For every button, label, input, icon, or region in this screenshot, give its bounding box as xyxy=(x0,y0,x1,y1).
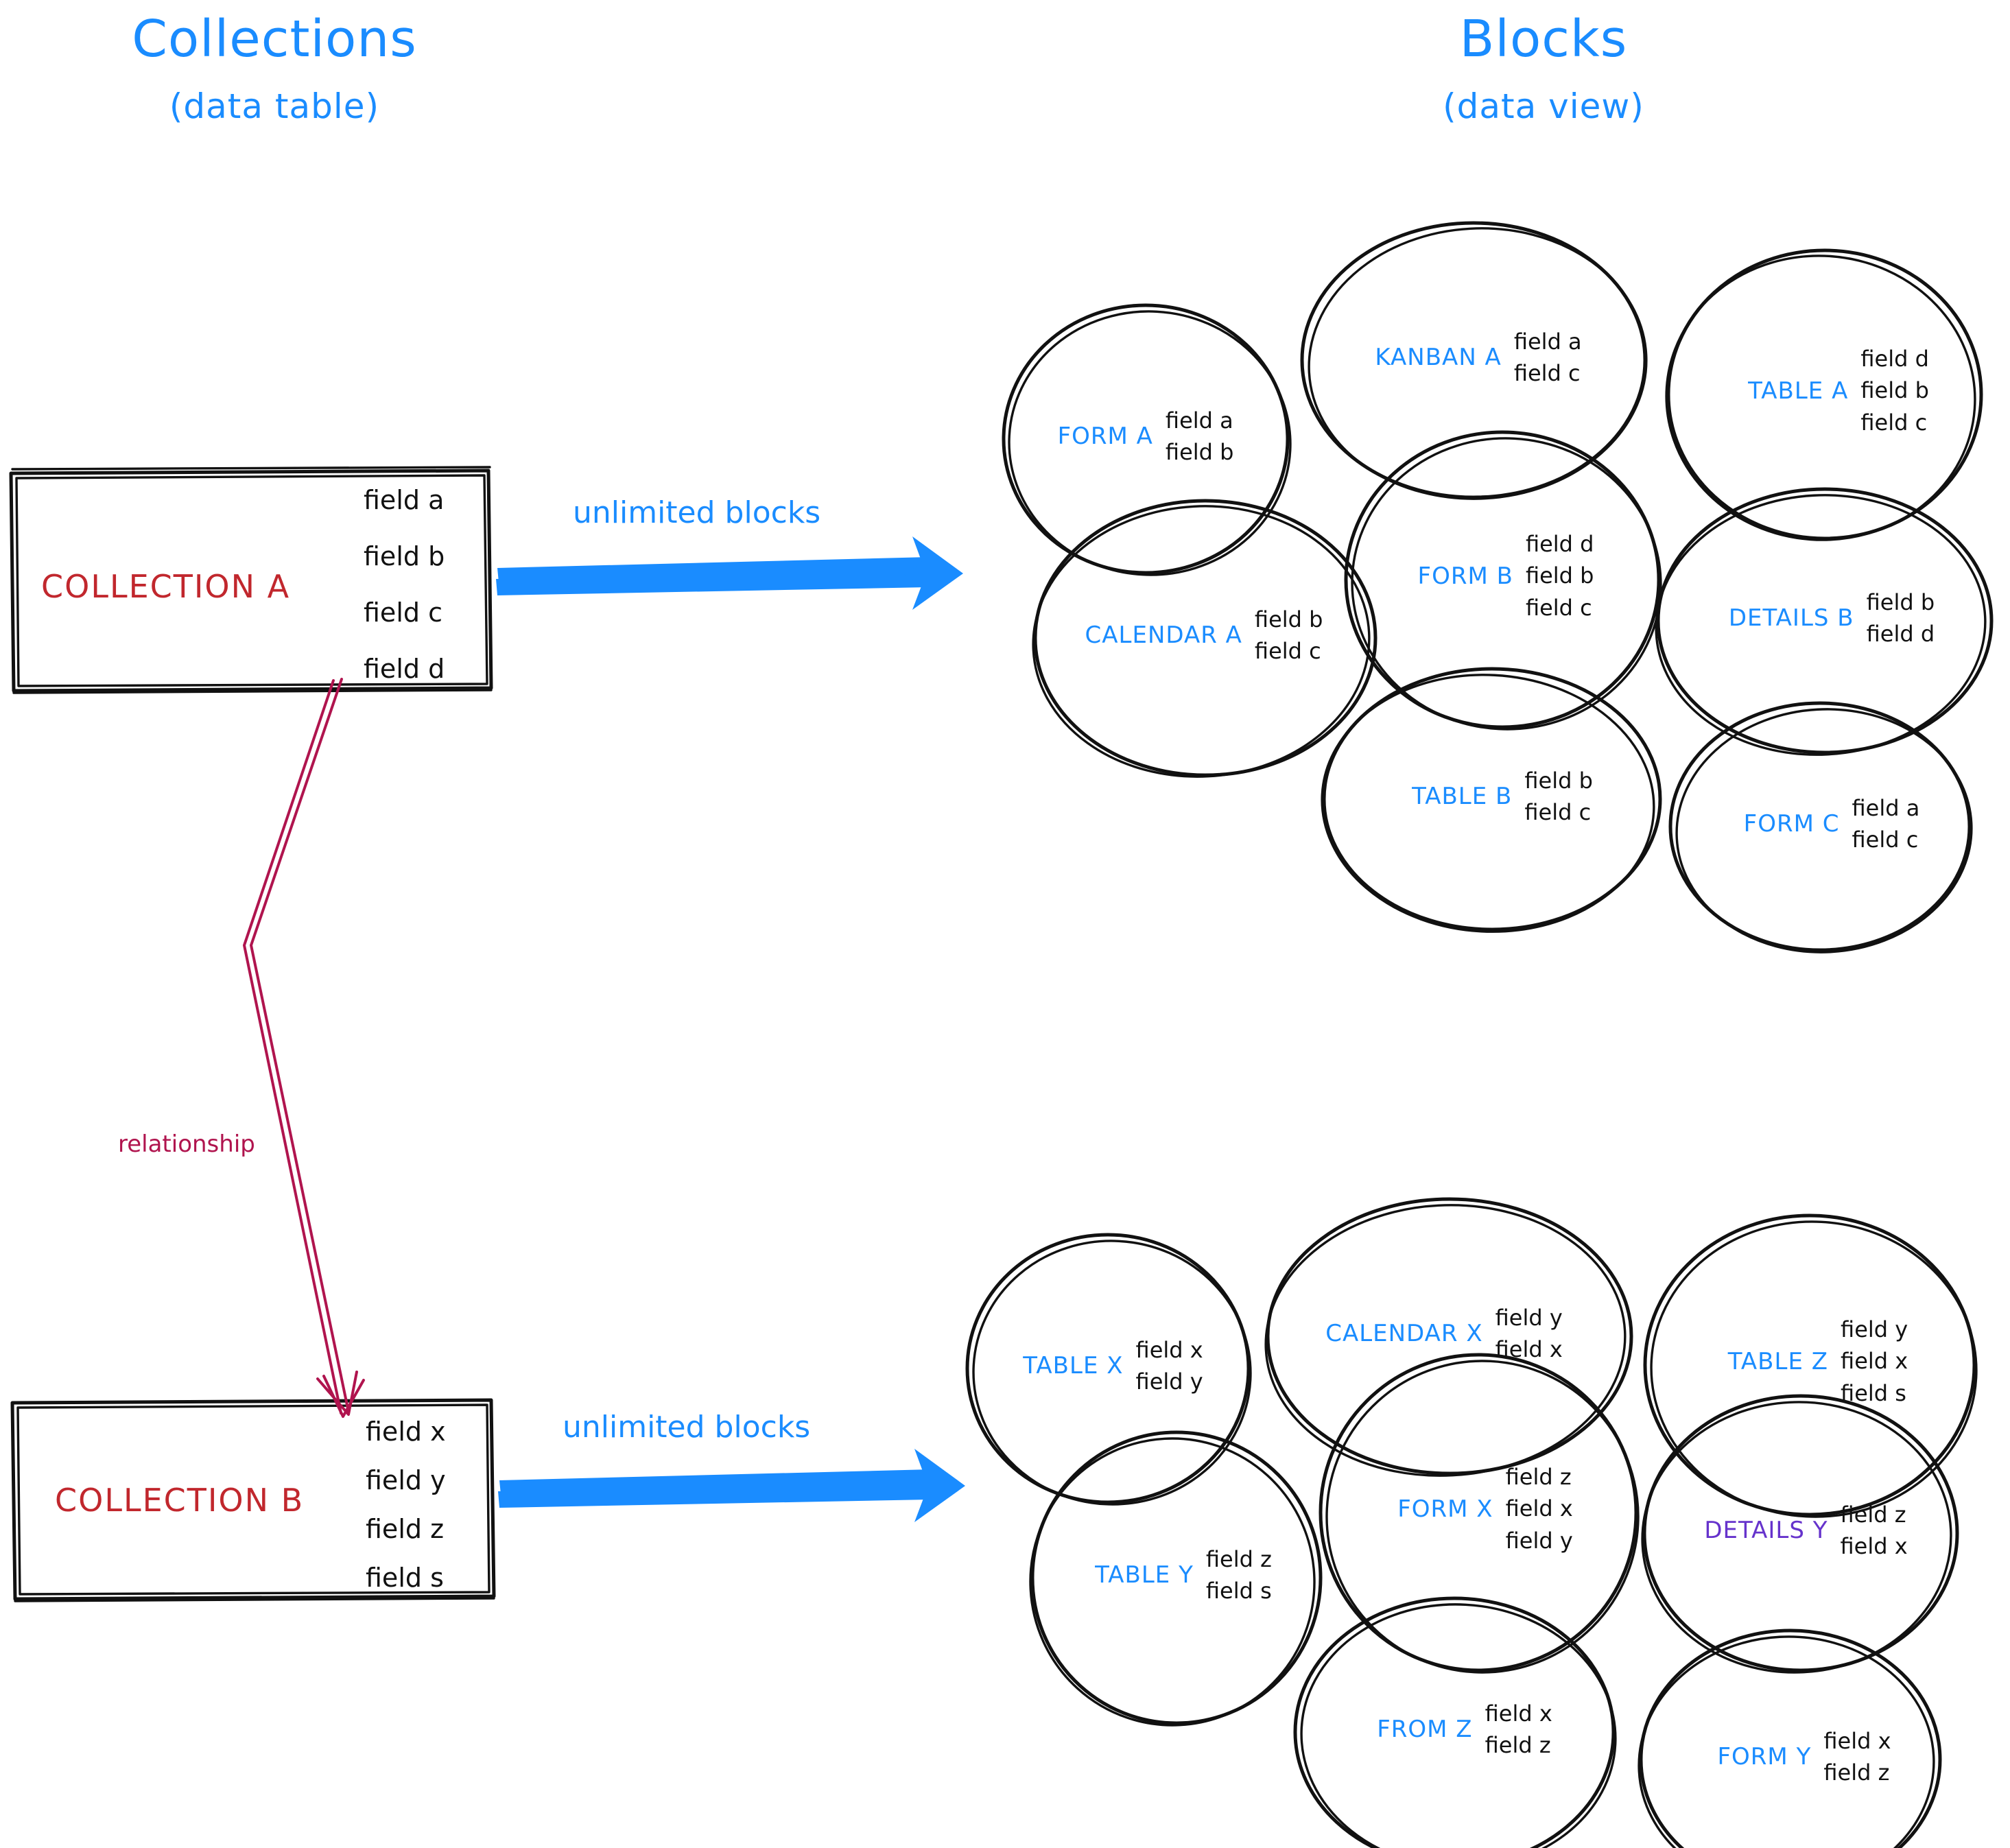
page-subtitle-collections: (data table) xyxy=(169,86,380,126)
collection-b-field: field z xyxy=(366,1514,445,1544)
collection-a-label: COLLECTION A xyxy=(41,568,291,605)
page-title-collections: Collections xyxy=(132,10,417,69)
relationship-connector xyxy=(243,678,365,1418)
collection-a-fields: field a field b field c field d xyxy=(364,487,445,682)
relationship-label: relationship xyxy=(118,1130,255,1158)
collection-b-rect xyxy=(10,1398,496,1602)
arrow-label-unlimited-blocks-b: unlimited blocks xyxy=(563,1410,811,1445)
arrow-label-unlimited-blocks-a: unlimited blocks xyxy=(573,495,821,530)
collection-a-field: field d xyxy=(364,654,445,684)
arrow-unlimited-blocks-b xyxy=(498,1449,965,1522)
collection-b-field: field x xyxy=(366,1417,446,1447)
collection-b-fields: field x field y field z field s xyxy=(366,1419,446,1591)
block-ellipses-b xyxy=(965,1197,1978,1848)
block-ellipses-a xyxy=(1002,221,1994,953)
collection-a-field: field c xyxy=(364,597,442,628)
collection-b-field: field s xyxy=(366,1563,444,1593)
collection-b-label: COLLECTION B xyxy=(55,1482,305,1519)
collection-a-rect xyxy=(9,466,493,694)
collection-b-field: field y xyxy=(366,1465,446,1495)
arrow-unlimited-blocks-a xyxy=(496,536,963,610)
page-subtitle-blocks: (data view) xyxy=(1443,86,1644,126)
collection-a-field: field a xyxy=(364,485,445,515)
collection-a-field: field b xyxy=(364,541,445,571)
page-title-blocks: Blocks xyxy=(1459,10,1628,69)
